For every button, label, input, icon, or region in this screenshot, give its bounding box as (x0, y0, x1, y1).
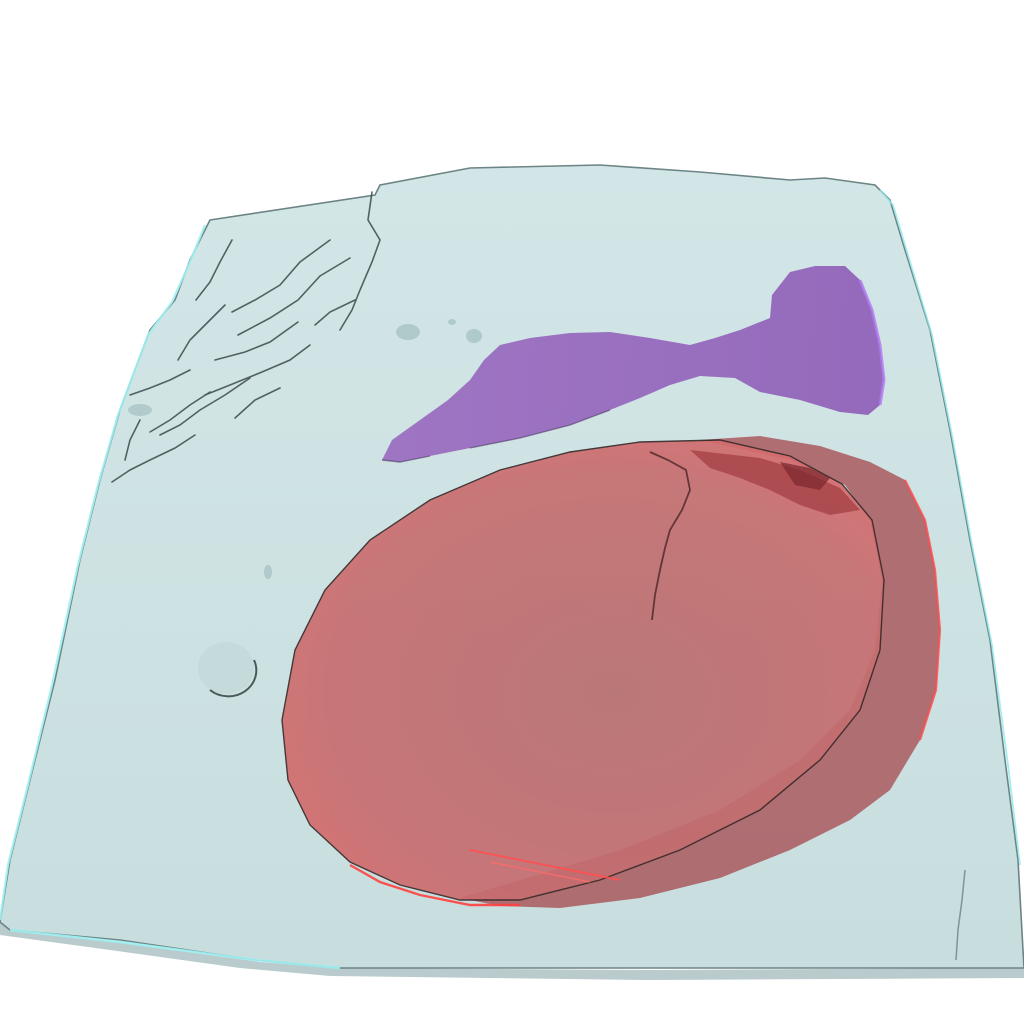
surface-dimple (198, 642, 258, 698)
slab-rim-highlight-right (879, 189, 1021, 866)
red-ellipsoid-structure (281, 439, 885, 907)
slab-rim-highlight-left (0, 224, 207, 921)
red-structure-back-rim (904, 479, 942, 741)
slab-rim-highlight-bottom (9, 928, 341, 970)
surface-cracks (111, 191, 381, 483)
surface-blobs (128, 319, 482, 579)
purple-structure (381, 266, 886, 463)
slab-bottom-edge (0, 922, 1024, 980)
slab-edge-crack (955, 869, 966, 961)
red-structure-back-lobe (460, 436, 940, 908)
